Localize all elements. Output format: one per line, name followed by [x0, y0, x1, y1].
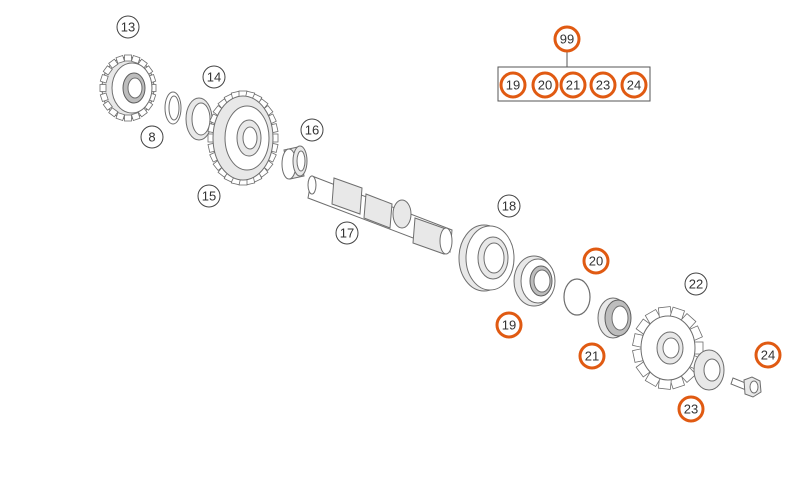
callout-20-label: 20: [589, 254, 603, 269]
kit-member-23[interactable]: 23: [589, 71, 617, 99]
part-15-gear: [207, 90, 279, 186]
callout-13-circle: [116, 15, 140, 39]
callout-kit-99-circle: [553, 25, 581, 53]
callout-16-label: 16: [305, 123, 319, 138]
callout-14[interactable]: 14: [202, 65, 226, 89]
kit-member-24-circle: [620, 71, 648, 99]
callout-22[interactable]: 22: [684, 272, 708, 296]
callout-8-circle: [140, 125, 164, 149]
callout-23-circle: [677, 395, 705, 423]
gear-tooth: [108, 58, 119, 69]
callout-15[interactable]: 15: [197, 184, 221, 208]
part-17-shaft: [307, 175, 453, 255]
callout-kit-99[interactable]: 99: [553, 25, 581, 53]
gear-tooth: [108, 107, 119, 118]
gear-tooth: [102, 65, 113, 76]
callout-15-label: 15: [202, 189, 216, 204]
callout-21-circle: [578, 342, 606, 370]
kit-member-20[interactable]: 20: [531, 71, 559, 99]
callout-13-label: 13: [121, 20, 135, 35]
gear-tooth: [99, 84, 107, 92]
kit-member-23-label: 23: [596, 78, 610, 93]
callout-21[interactable]: 21: [578, 342, 606, 370]
kit-member-21-label: 21: [566, 78, 580, 93]
kit-member-24-label: 24: [627, 78, 641, 93]
kit-member-23-circle: [589, 71, 617, 99]
callout-19-label: 19: [502, 318, 516, 333]
callout-24[interactable]: 24: [754, 341, 782, 369]
callout-19-circle: [495, 311, 523, 339]
callout-20-circle: [582, 247, 610, 275]
callout-18[interactable]: 18: [497, 194, 521, 218]
callout-23-label: 23: [684, 402, 698, 417]
callout-21-label: 21: [585, 349, 599, 364]
gear-tooth: [130, 55, 141, 64]
callout-19[interactable]: 19: [495, 311, 523, 339]
callout-24-label: 24: [761, 348, 775, 363]
callout-14-circle: [202, 65, 226, 89]
part-19-seal: [513, 255, 556, 307]
part-24-bolt: [730, 376, 762, 398]
callout-17[interactable]: 17: [335, 221, 359, 245]
part-23-washer: [693, 349, 725, 391]
callout-23[interactable]: 23: [677, 395, 705, 423]
kit-members-box: [497, 66, 651, 102]
callout-18-circle: [497, 194, 521, 218]
gear-tooth: [115, 112, 126, 121]
gear-tooth: [102, 100, 113, 111]
callout-20[interactable]: 20: [582, 247, 610, 275]
part-13-gear: [99, 54, 157, 122]
gear-tooth: [124, 54, 132, 62]
part-8-ring: [164, 91, 182, 125]
part-21-spacer: [597, 297, 632, 339]
callout-22-circle: [684, 272, 708, 296]
callout-24-circle: [754, 341, 782, 369]
kit-member-19-circle: [499, 71, 527, 99]
callout-14-label: 14: [207, 70, 221, 85]
callout-18-label: 18: [502, 199, 516, 214]
callout-8-label: 8: [148, 130, 155, 145]
kit-member-19[interactable]: 19: [499, 71, 527, 99]
part-20-o-ring: [563, 278, 591, 316]
gear-tooth: [99, 92, 109, 103]
gear-tooth: [115, 55, 126, 64]
kit-member-20-label: 20: [538, 78, 552, 93]
callout-kit-99-label: 99: [560, 32, 574, 47]
callout-15-circle: [197, 184, 221, 208]
kit-member-21[interactable]: 21: [559, 71, 587, 99]
callout-16[interactable]: 16: [300, 118, 324, 142]
callout-17-circle: [335, 221, 359, 245]
gear-tooth: [130, 112, 141, 121]
part-22-sprocket: [632, 306, 704, 390]
callout-16-circle: [300, 118, 324, 142]
part-14-washer: [185, 97, 213, 141]
callout-22-label: 22: [689, 277, 703, 292]
part-18-bearing: [458, 224, 515, 292]
callout-13[interactable]: 13: [116, 15, 140, 39]
callout-8[interactable]: 8: [140, 125, 164, 149]
part-16-bushing: [281, 145, 308, 180]
gear-tooth: [124, 114, 132, 122]
callout-17-label: 17: [340, 226, 354, 241]
kit-member-21-circle: [559, 71, 587, 99]
kit-member-24[interactable]: 24: [620, 71, 648, 99]
kit-member-19-label: 19: [506, 78, 520, 93]
kit-member-20-circle: [531, 71, 559, 99]
gear-tooth: [99, 73, 109, 84]
